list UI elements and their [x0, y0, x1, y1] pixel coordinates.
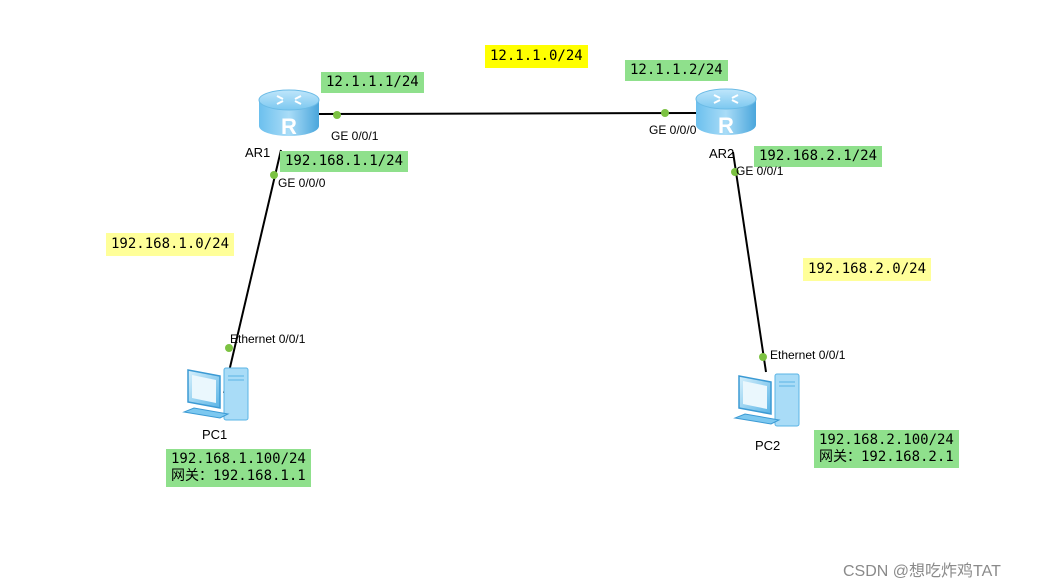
ar2-lan-ip-label: 192.168.2.1/24: [754, 146, 883, 167]
svg-text:R: R: [281, 114, 297, 139]
ar1-lan-ip-label: 192.168.1.1/24: [280, 151, 409, 172]
port-dot-ar2-ge001: [731, 168, 739, 176]
pc2-gateway-text: 网关：192.168.2.1: [819, 449, 954, 465]
ar1-ge000-port-label: GE 0/0/0: [278, 176, 326, 190]
pc1-address-label: 192.168.1.100/24 网关：192.168.1.1: [166, 449, 311, 487]
svg-text:R: R: [718, 113, 734, 138]
link-ar2-pc2: [732, 151, 767, 373]
ar2-ge001-port-label: GE 0/0/1: [736, 164, 784, 178]
pc2-name-label: PC2: [755, 438, 781, 453]
subnet-lan2-label: 192.168.2.0/24: [803, 258, 932, 281]
pc2-ethernet-port-label: Ethernet 0/0/1: [770, 348, 846, 362]
link-ar1-ar2: [317, 112, 697, 115]
ar1-wan-ip-label: 12.1.1.1/24: [321, 72, 424, 93]
subnet-lan1-label: 192.168.1.0/24: [106, 233, 235, 256]
pc1-name-label: PC1: [202, 427, 228, 442]
pc2-address-label: 192.168.2.100/24 网关：192.168.2.1: [814, 430, 959, 468]
port-dot-pc2-eth: [759, 353, 767, 361]
ar2-wan-ip-label: 12.1.1.2/24: [625, 60, 728, 81]
pc2-ip-text: 192.168.2.100/24: [819, 432, 954, 448]
subnet-wan-label: 12.1.1.0/24: [485, 45, 588, 68]
port-dot-pc1-eth: [225, 344, 233, 352]
pc-icon[interactable]: [182, 367, 249, 421]
ar2-name-label: AR2: [709, 146, 735, 161]
pc1-ip-text: 192.168.1.100/24: [171, 451, 306, 467]
pc-icon[interactable]: [733, 373, 800, 427]
link-ar1-pc1: [223, 149, 282, 394]
port-dot-ar1-ge001: [333, 111, 341, 119]
ar2-ge000-port-label: GE 0/0/0: [649, 123, 697, 137]
ar1-name-label: AR1: [245, 145, 271, 160]
pc1-ethernet-port-label: Ethernet 0/0/1: [230, 332, 306, 346]
watermark-text: CSDN @想吃炸鸡TAT: [843, 563, 1001, 580]
port-dot-ar1-ge000: [270, 171, 278, 179]
ar1-ge001-port-label: GE 0/0/1: [331, 129, 379, 143]
pc1-gateway-text: 网关：192.168.1.1: [171, 468, 306, 484]
router-icon[interactable]: R: [258, 89, 320, 139]
router-icon[interactable]: R: [695, 88, 757, 138]
port-dot-ar2-ge000: [661, 109, 669, 117]
